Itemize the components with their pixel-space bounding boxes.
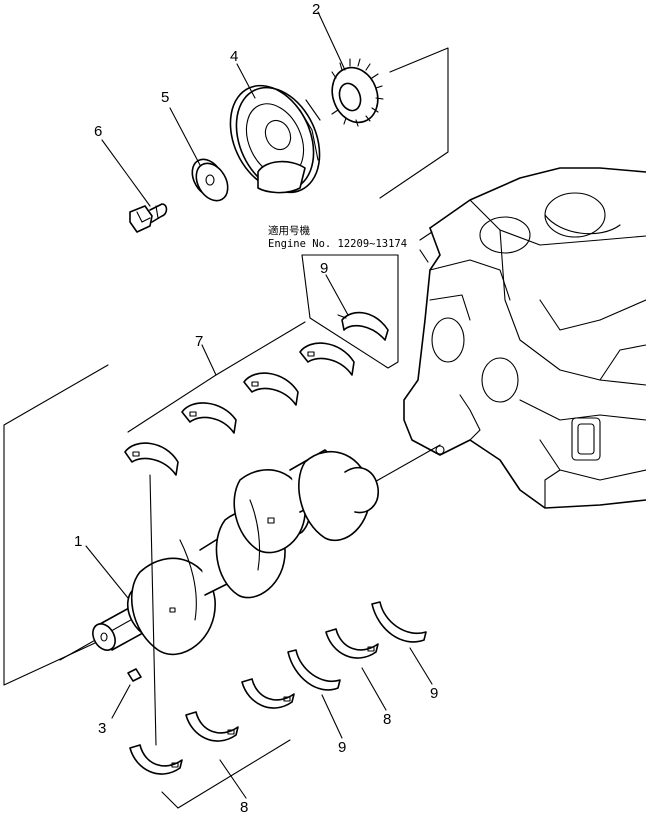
note-frame: [301, 254, 399, 369]
bearing-guide-line: [149, 474, 157, 746]
callout-thrust-washer-left: 9: [338, 739, 346, 756]
crankshaft-leader: [85, 545, 129, 599]
lower-bearings: [129, 628, 379, 775]
callout-thrust-washer-right: 9: [430, 685, 438, 702]
callout-pulley: 4: [230, 48, 238, 65]
gear-leader: [317, 11, 346, 71]
bearing-7-leader: [201, 344, 217, 376]
bolt-leader: [101, 139, 151, 207]
thrust-washer-leader-right: [409, 647, 433, 685]
pulley-part: [229, 84, 321, 194]
callout-washer: 5: [161, 89, 169, 106]
note-applicable-label: 適用号機: [268, 224, 310, 237]
pulley-leader: [236, 63, 256, 99]
callout-crankshaft: 1: [74, 533, 82, 550]
callout-main-bearing-lower-right: 8: [383, 711, 391, 728]
upper-bearings: [124, 342, 355, 476]
key-leader: [111, 684, 131, 719]
callout-frame-top: [379, 47, 449, 199]
gear-part: [331, 58, 384, 127]
key-part: [127, 668, 142, 682]
callout-frame-left: [3, 364, 109, 686]
washer-part: [191, 158, 229, 202]
note-engine-range: Engine No. 12209~13174: [268, 238, 407, 250]
washer-leader: [169, 107, 201, 166]
bolt-part: [129, 203, 168, 233]
callout-main-bearing-lower-left: 8: [240, 799, 248, 816]
bearing-8-leader-left: [219, 759, 247, 799]
bearing-8-leader-right: [361, 667, 387, 711]
callout-key: 3: [98, 720, 106, 737]
callout-gear: 2: [312, 1, 320, 18]
thrust-washer-note: [337, 311, 389, 341]
thrust-washers: [287, 601, 427, 691]
engine-block: [403, 167, 646, 509]
callout-bolt: 6: [94, 123, 102, 140]
callout-main-bearing-upper: 7: [195, 333, 203, 350]
note-bearing-leader: [325, 274, 349, 316]
callout-note-thrust-washer: 9: [320, 260, 328, 277]
thrust-washer-leader-left: [321, 694, 343, 739]
bearing-8-bracket-left: [161, 739, 291, 809]
